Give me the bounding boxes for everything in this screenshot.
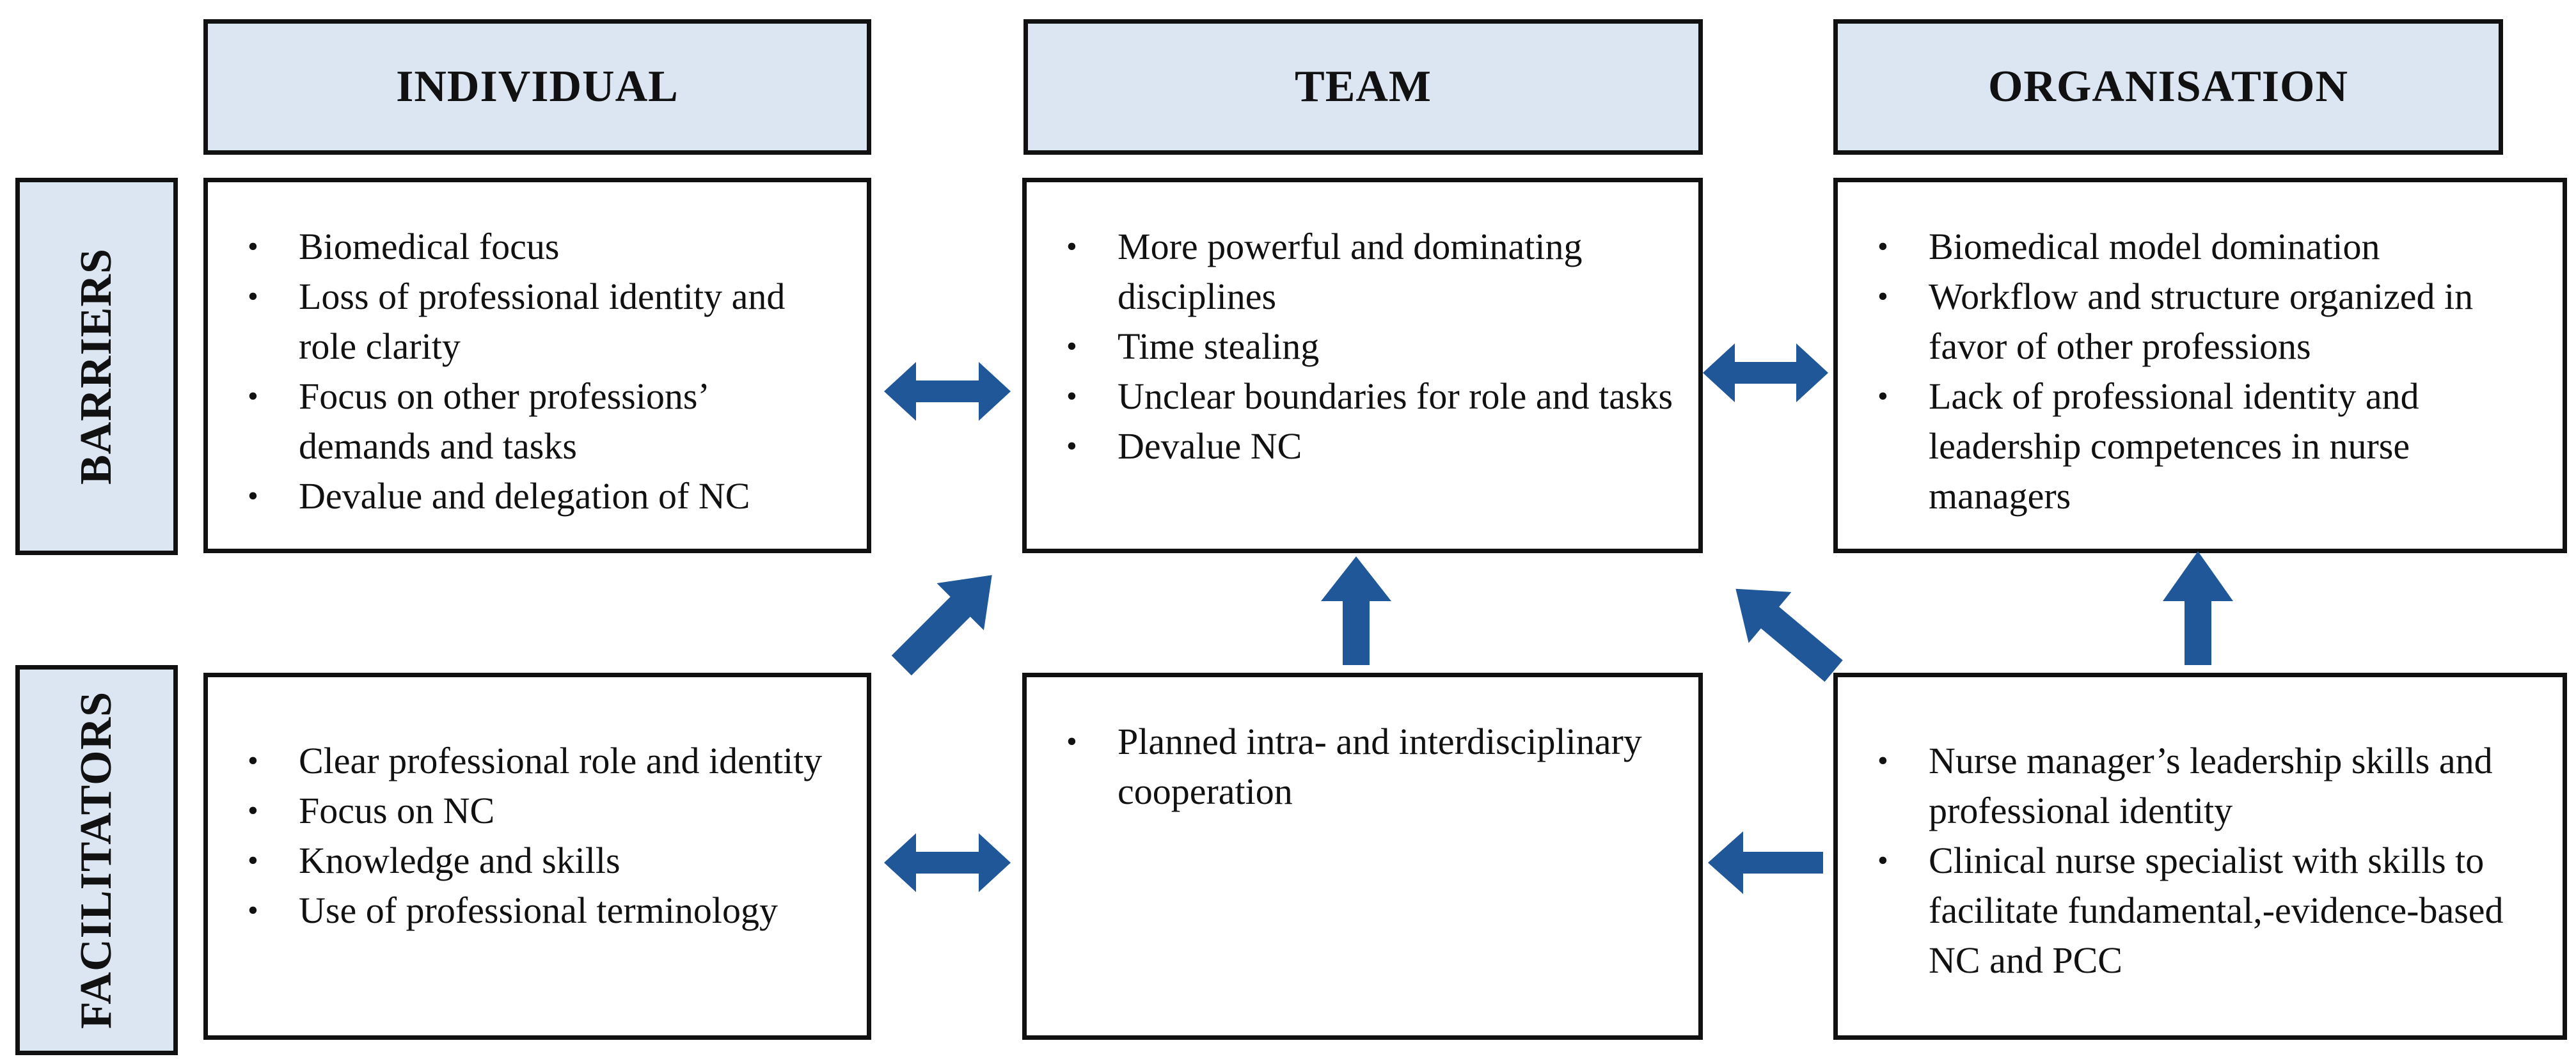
list-item: Use of professional terminology xyxy=(248,886,848,936)
arrow-up-organisation xyxy=(2163,551,2233,665)
list-item: Workflow and structure organized in favo… xyxy=(1877,272,2543,372)
list-item: Focus on other professions’ demands and … xyxy=(248,372,848,471)
list-item: Biomedical model domination xyxy=(1877,222,2543,272)
list-item: Focus on NC xyxy=(248,786,848,836)
header-organisation: ORGANISATION xyxy=(1833,19,2503,155)
double-arrow-barriers-team-organisation xyxy=(1703,343,1828,402)
box-barriers-organisation: Biomedical model domination Workflow and… xyxy=(1833,178,2567,553)
double-arrow-facilitators-individual-team xyxy=(884,833,1011,892)
row-label-barriers: BARRIERS xyxy=(15,178,178,555)
arrow-facilitators-organisation-to-team xyxy=(1708,831,1823,894)
list-facilitators-individual: Clear professional role and identity Foc… xyxy=(208,677,867,936)
list-item: Unclear boundaries for role and tasks xyxy=(1066,372,1679,421)
header-team: TEAM xyxy=(1023,19,1703,155)
row-label-facilitators: FACILITATORS xyxy=(15,665,178,1055)
box-facilitators-organisation: Nurse manager’s leadership skills and pr… xyxy=(1833,673,2567,1040)
list-item: Planned intra- and interdisciplinary coo… xyxy=(1066,717,1679,817)
list-barriers-individual: Biomedical focus Loss of professional id… xyxy=(208,182,867,521)
list-item: Lack of professional identity and leader… xyxy=(1877,372,2543,521)
arrow-up-team xyxy=(1321,556,1391,665)
list-item: Time stealing xyxy=(1066,322,1679,372)
list-barriers-team: More powerful and dominating disciplines… xyxy=(1027,182,1698,471)
list-item: Nurse manager’s leadership skills and pr… xyxy=(1877,736,2543,836)
list-item: Devalue and delegation of NC xyxy=(248,471,848,521)
list-facilitators-team: Planned intra- and interdisciplinary coo… xyxy=(1027,677,1698,817)
arrow-diagonal-individual-to-team xyxy=(891,575,992,676)
list-barriers-organisation: Biomedical model domination Workflow and… xyxy=(1838,182,2563,521)
list-item: Devalue NC xyxy=(1066,421,1679,471)
list-item: Biomedical focus xyxy=(248,222,848,272)
header-individual: INDIVIDUAL xyxy=(203,19,871,155)
double-arrow-barriers-individual-team xyxy=(884,362,1011,421)
list-item: Clear professional role and identity xyxy=(248,736,848,786)
box-facilitators-individual: Clear professional role and identity Foc… xyxy=(203,673,871,1040)
box-facilitators-team: Planned intra- and interdisciplinary coo… xyxy=(1022,673,1703,1040)
box-barriers-team: More powerful and dominating disciplines… xyxy=(1022,178,1703,553)
list-item: Knowledge and skills xyxy=(248,836,848,886)
box-barriers-individual: Biomedical focus Loss of professional id… xyxy=(203,178,871,553)
list-item: Clinical nurse specialist with skills to… xyxy=(1877,836,2543,985)
list-facilitators-organisation: Nurse manager’s leadership skills and pr… xyxy=(1838,677,2563,985)
arrow-diagonal-organisation-to-team xyxy=(1735,588,1843,682)
list-item: More powerful and dominating disciplines xyxy=(1066,222,1679,322)
list-item: Loss of professional identity and role c… xyxy=(248,272,848,372)
